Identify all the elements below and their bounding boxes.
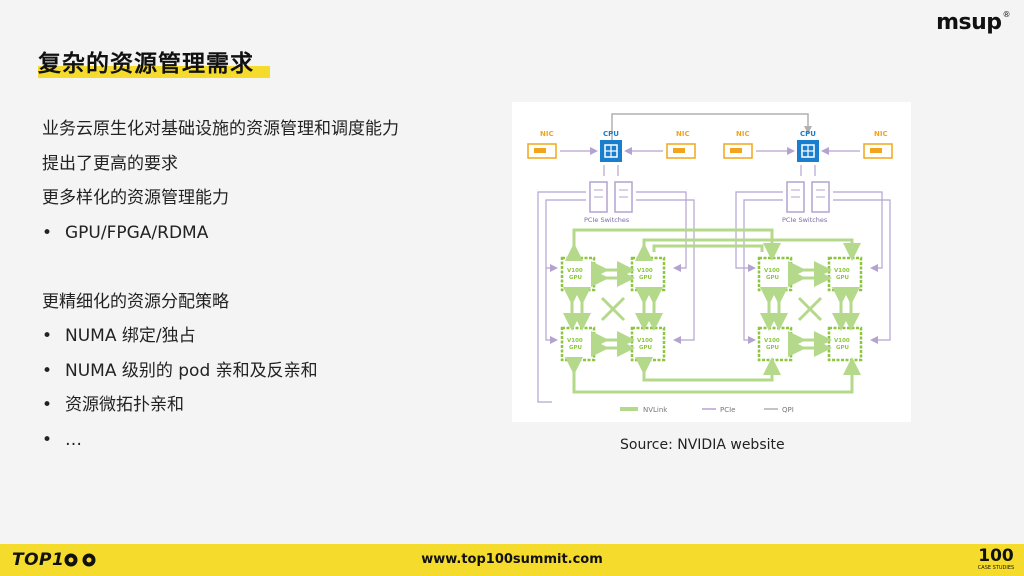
right-node: NIC NIC CPU PCIe Switches: [723, 130, 893, 362]
nic-label: NIC: [540, 130, 554, 138]
content-line: 业务云原生化对基础设施的资源管理和调度能力: [42, 119, 399, 139]
nic-chip: [730, 148, 742, 153]
content-line: 提出了更高的要求: [42, 153, 178, 174]
pcie-link: [743, 199, 783, 344]
nic-icon: [666, 143, 696, 159]
title-highlight: [38, 66, 270, 78]
gpu-label-line2: GPU: [836, 345, 849, 351]
bullet-item: NUMA 绑定/独占: [42, 319, 502, 354]
nic-chip: [534, 148, 546, 153]
pcie-link: [545, 268, 558, 344]
gpu-label-line2: GPU: [639, 275, 652, 281]
gpu-label-line2: GPU: [766, 345, 779, 351]
gpu-chip: V100 GPU: [560, 256, 596, 292]
legend-qpi-label: QPI: [782, 406, 794, 414]
pcie-switch: [811, 181, 830, 213]
nvlink: [652, 244, 764, 252]
nic-icon: [527, 143, 557, 159]
gpu-border: [757, 326, 793, 362]
pcie-switch-label: PCIe Switches: [584, 216, 630, 224]
nvidia-topology-diagram: NIC NIC CPU PCIe Switches: [512, 102, 911, 422]
gpu-border: [560, 256, 596, 292]
nic-chip: [673, 148, 685, 153]
bullet-item: 资源微拓扑亲和: [42, 388, 502, 423]
msup-logo: msup®: [936, 10, 1010, 35]
gpu-border: [827, 326, 863, 362]
pcie-switch: [786, 181, 805, 213]
gpu-border: [827, 256, 863, 292]
content-line: 更多样化的资源管理能力: [42, 188, 229, 208]
pcie-switch: [589, 181, 608, 213]
footer-url: www.top100summit.com: [421, 552, 603, 567]
cpu-label: CPU: [603, 130, 619, 138]
gpu-label-line2: GPU: [766, 275, 779, 281]
gpu-chip: V100 GPU: [630, 256, 666, 292]
cpu-label: CPU: [800, 130, 816, 138]
pcie-link: [537, 191, 586, 403]
gpu-border: [757, 256, 793, 292]
pcie-link: [636, 199, 695, 344]
legend-pcie-label: PCIe: [720, 406, 735, 414]
footer-bar: TOP1 www.top100summit.com 100 CASE STUDI…: [0, 544, 1024, 576]
slide-content: 业务云原生化对基础设施的资源管理和调度能力 提出了更高的要求 更多样化的资源管理…: [42, 112, 502, 457]
gpu-border: [630, 326, 666, 362]
nic-chip: [870, 148, 882, 153]
pcie-link: [833, 199, 891, 344]
bullet-item: …: [42, 423, 502, 458]
pcie-switch: [614, 181, 633, 213]
nic-label: NIC: [874, 130, 888, 138]
qpi-link: [611, 113, 812, 140]
bullet-item: NUMA 级别的 pod 亲和及反亲和: [42, 354, 502, 389]
gpu-label-line1: V100: [637, 268, 653, 274]
topology-svg: NIC NIC CPU PCIe Switches: [527, 113, 893, 414]
diagram-legend: NVLink PCIe QPI: [620, 406, 794, 414]
nvlink: [635, 357, 781, 382]
gpu-label-line2: GPU: [569, 275, 582, 281]
pcie-link: [545, 199, 586, 272]
gpu-label-line1: V100: [567, 268, 583, 274]
gpu-label-line2: GPU: [569, 345, 582, 351]
left-node: NIC NIC CPU PCIe Switches: [527, 130, 696, 403]
case-studies-logo: 100 CASE STUDIES: [976, 546, 1016, 572]
nic-icon: [863, 143, 893, 159]
gpu-chip: V100 GPU: [560, 326, 596, 362]
gpu-label-line1: V100: [637, 338, 653, 344]
gpu-label-line1: V100: [834, 338, 850, 344]
nvlink: [635, 238, 861, 261]
legend-nvlink-label: NVLink: [643, 406, 668, 414]
nvlink: [600, 296, 626, 322]
msup-registered-mark: ®: [1002, 10, 1011, 19]
case-studies-text: CASE STUDIES: [977, 565, 1015, 571]
gpu-label-line1: V100: [764, 338, 780, 344]
gpu-chip: V100 GPU: [757, 326, 793, 362]
gpu-label-line1: V100: [764, 268, 780, 274]
gpu-chip: V100 GPU: [827, 326, 863, 362]
bullet-item: GPU/FPGA/RDMA: [42, 216, 502, 251]
source-caption: Source: NVIDIA website: [620, 437, 785, 453]
nic-label: NIC: [736, 130, 750, 138]
nvlink: [797, 296, 823, 322]
top100-logo: TOP1: [12, 550, 65, 570]
gpu-chip: V100 GPU: [757, 256, 793, 292]
gpu-border: [630, 256, 666, 292]
nic-label: NIC: [676, 130, 690, 138]
pcie-link: [833, 191, 883, 272]
nic-icon: [723, 143, 753, 159]
spacer: [42, 250, 502, 285]
gpu-label-line1: V100: [567, 338, 583, 344]
slide-title-group: 复杂的资源管理需求: [38, 44, 270, 78]
pcie-switch-label: PCIe Switches: [782, 216, 828, 224]
gpu-label-line1: V100: [834, 268, 850, 274]
gpu-chip: V100 GPU: [827, 256, 863, 292]
gpu-border: [560, 326, 596, 362]
nvlink: [565, 357, 861, 394]
gpu-chip: V100 GPU: [630, 326, 666, 362]
msup-logo-text: msup: [936, 10, 1002, 35]
content-line: 更精细化的资源分配策略: [42, 291, 229, 312]
slide-title: 复杂的资源管理需求: [38, 51, 254, 77]
case-studies-number: 100: [978, 546, 1014, 566]
gpu-label-line2: GPU: [639, 345, 652, 351]
top100-eyes-icon: [64, 553, 96, 567]
gpu-label-line2: GPU: [836, 275, 849, 281]
